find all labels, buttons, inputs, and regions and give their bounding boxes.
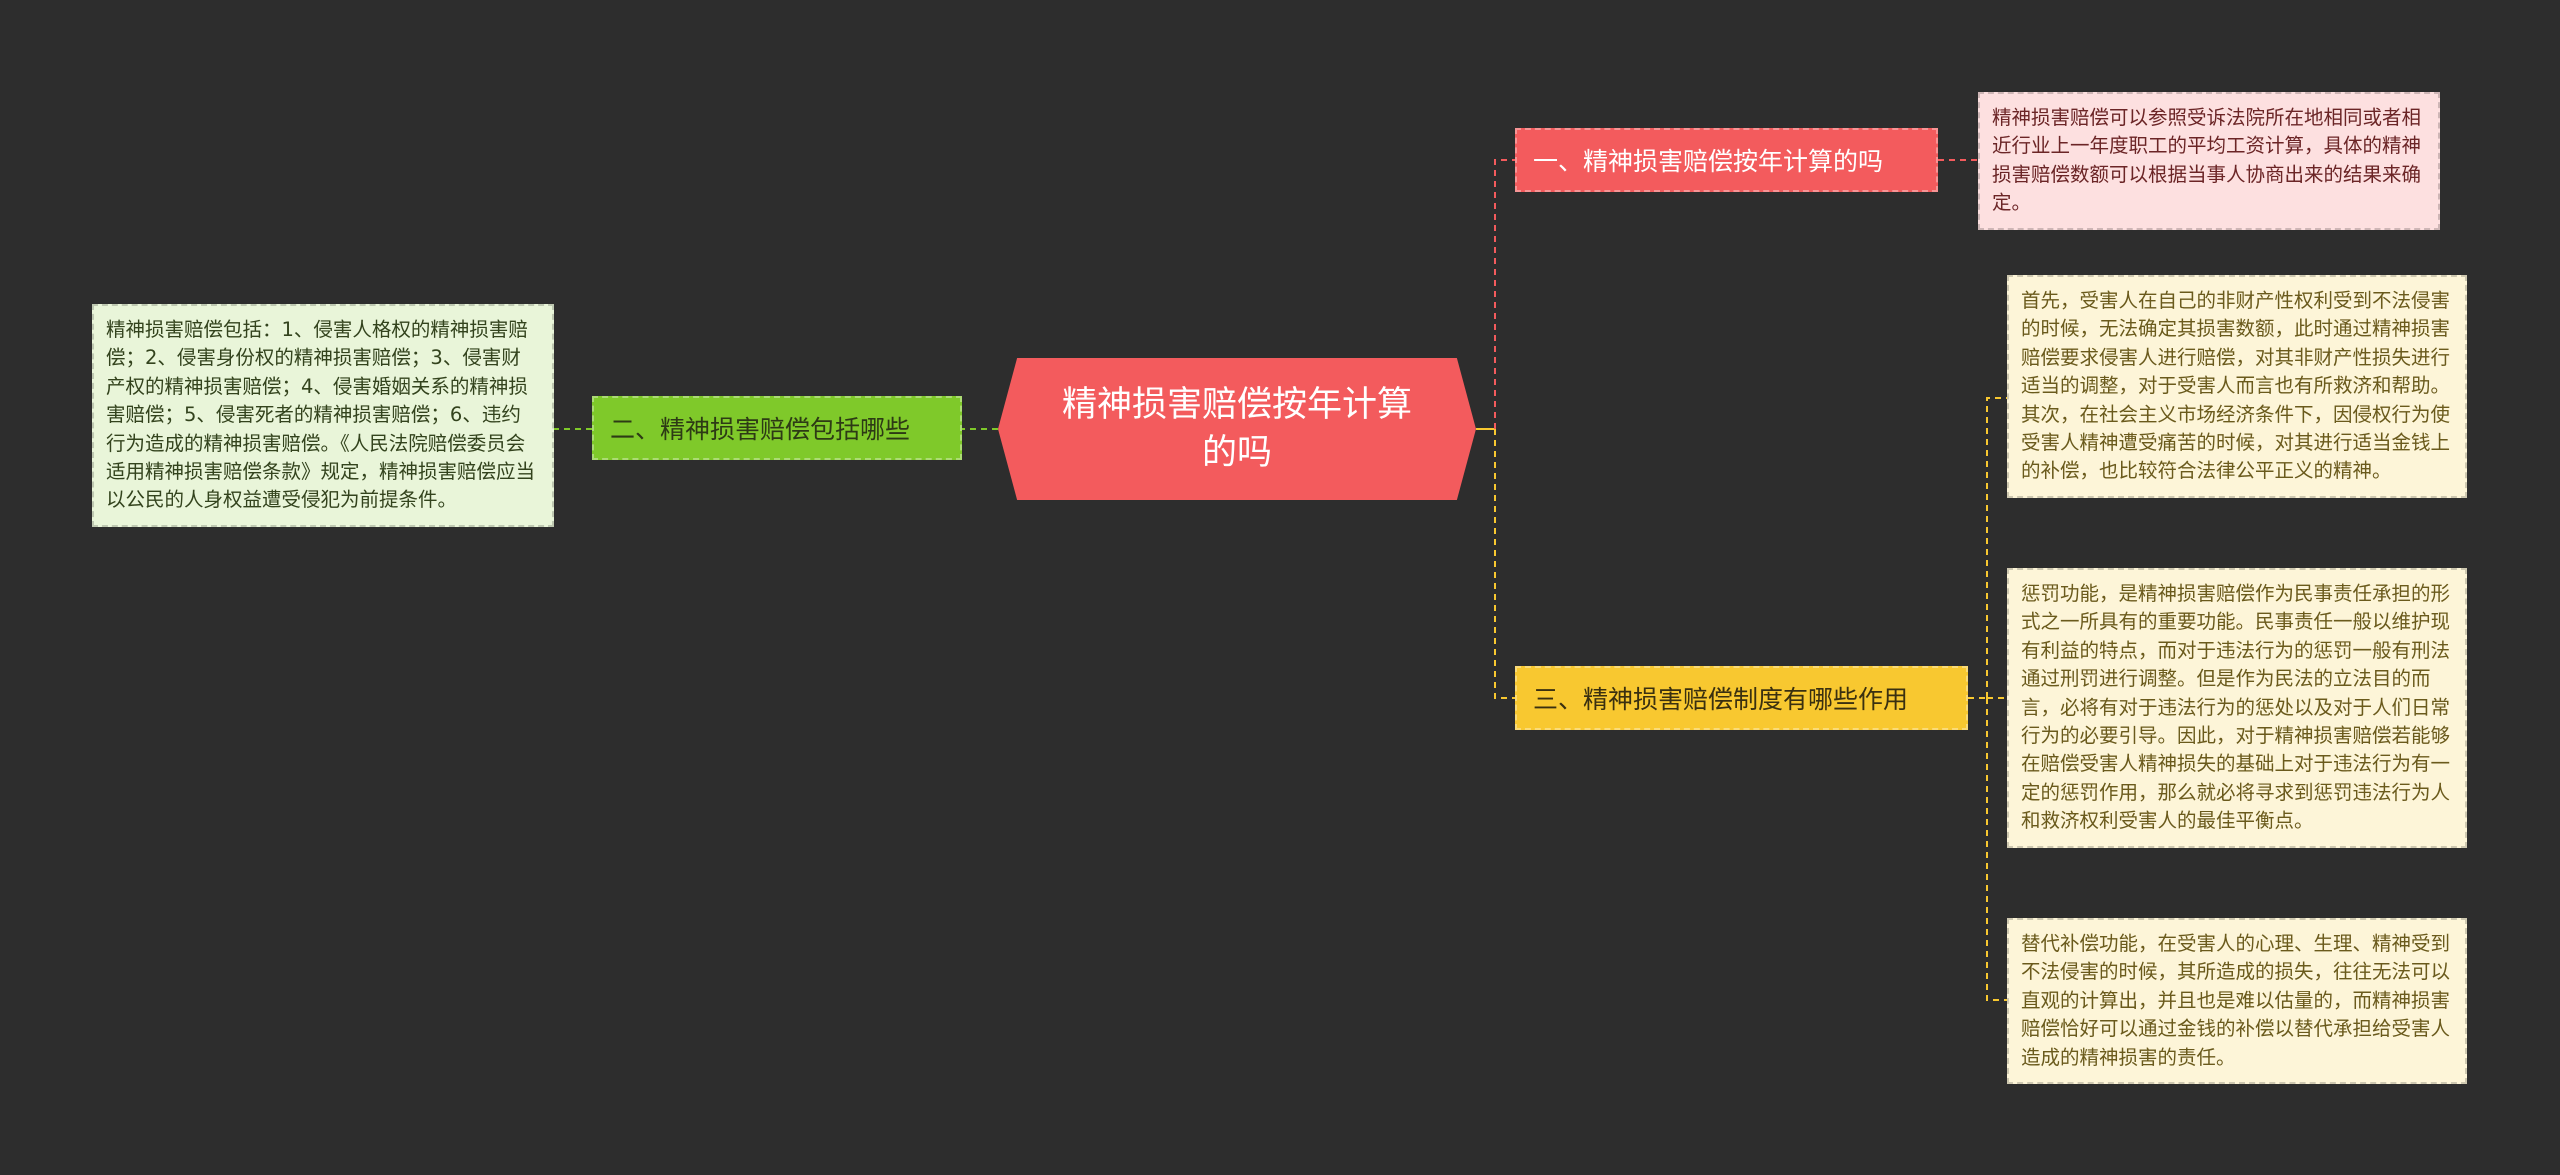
branch-topic-3[interactable]: 三、精神损害赔偿制度有哪些作用 [1515, 666, 1968, 730]
leaf-note-3-text: 首先，受害人在自己的非财产性权利受到不法侵害的时候，无法确定其损害数额，此时通过… [2021, 289, 2451, 483]
central-topic[interactable]: 精神损害赔偿按年计算的吗 [998, 358, 1476, 500]
branch-topic-2-label: 二、精神损害赔偿包括哪些 [610, 415, 911, 444]
leaf-note-1[interactable]: 精神损害赔偿可以参照受诉法院所在地相同或者相近行业上一年度职工的平均工资计算，具… [1978, 92, 2440, 230]
leaf-note-2-text: 精神损害赔偿包括：1、侵害人格权的精神损害赔偿；2、侵害身份权的精神损害赔偿；3… [106, 318, 536, 512]
branch-topic-1-label: 一、精神损害赔偿按年计算的吗 [1533, 147, 1884, 176]
leaf-note-2[interactable]: 精神损害赔偿包括：1、侵害人格权的精神损害赔偿；2、侵害身份权的精神损害赔偿；3… [92, 304, 554, 527]
connector-branch-1 [1494, 159, 1515, 429]
connector-leaf-5 [1986, 698, 2007, 1001]
central-topic-text: 精神损害赔偿按年计算的吗 [1061, 385, 1412, 473]
branch-topic-1[interactable]: 一、精神损害赔偿按年计算的吗 [1515, 128, 1938, 192]
branch-topic-3-label: 三、精神损害赔偿制度有哪些作用 [1533, 685, 1909, 714]
leaf-note-5-text: 替代补偿功能，在受害人的心理、生理、精神受到不法侵害的时候，其所造成的损失，往往… [2021, 932, 2451, 1069]
leaf-note-1-text: 精神损害赔偿可以参照受诉法院所在地相同或者相近行业上一年度职工的平均工资计算，具… [1992, 106, 2422, 215]
leaf-note-4[interactable]: 惩罚功能，是精神损害赔偿作为民事责任承担的形式之一所具有的重要功能。民事责任一般… [2007, 568, 2467, 848]
connector-branch-3 [1494, 429, 1515, 699]
branch-topic-2[interactable]: 二、精神损害赔偿包括哪些 [592, 396, 962, 460]
connector-leaf-3 [1986, 397, 2007, 698]
leaf-note-3[interactable]: 首先，受害人在自己的非财产性权利受到不法侵害的时候，无法确定其损害数额，此时通过… [2007, 275, 2467, 498]
leaf-note-5[interactable]: 替代补偿功能，在受害人的心理、生理、精神受到不法侵害的时候，其所造成的损失，往往… [2007, 918, 2467, 1085]
leaf-note-4-text: 惩罚功能，是精神损害赔偿作为民事责任承担的形式之一所具有的重要功能。民事责任一般… [2021, 582, 2451, 833]
